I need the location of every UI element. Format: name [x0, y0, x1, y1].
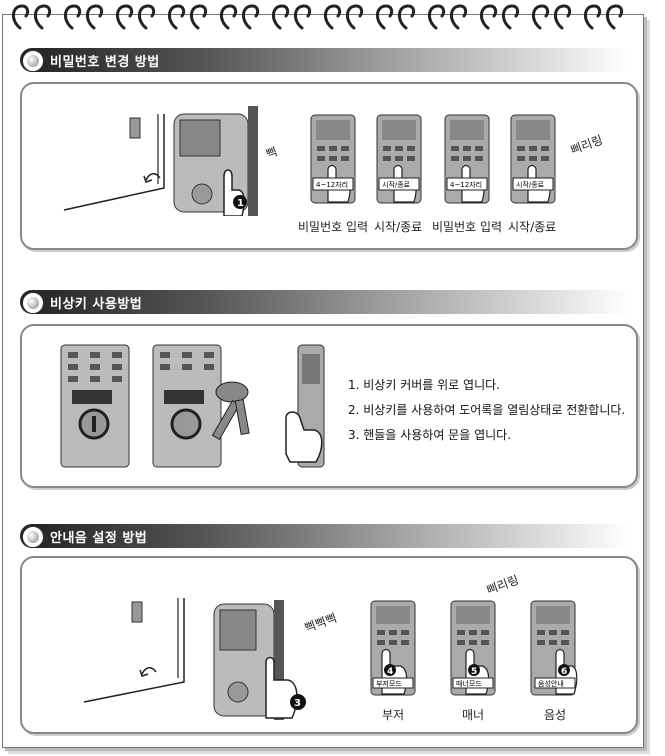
- section-title-emergency: 비상키 사용방법: [50, 297, 143, 312]
- lock-long-press-illustration: 3: [213, 600, 306, 720]
- lock-with-key-illustration: [152, 344, 250, 468]
- section-title-voice: 안내음 설정 방법: [50, 531, 148, 546]
- keypad-illustration-3: 4~12자리: [444, 114, 490, 204]
- caption-start-end-1: 시작/종료: [374, 220, 423, 234]
- door-corner-illustration: [63, 114, 165, 211]
- sound-beep-1: 삑: [264, 144, 280, 162]
- section-header-emergency: 비상키 사용방법: [20, 290, 630, 314]
- keypad-label-4: 시작/종료: [516, 180, 545, 189]
- bullet-icon: [22, 526, 44, 548]
- keypad-number-4: 4: [387, 667, 393, 677]
- caption-voice: 음성: [544, 708, 567, 722]
- caption-start-end-2: 시작/종료: [508, 220, 557, 234]
- section-header-voice: 안내음 설정 방법: [20, 524, 630, 548]
- emergency-step-1: 1. 비상키 커버를 위로 엽니다.: [348, 378, 500, 392]
- lock-touch-illustration: 1: [173, 106, 258, 216]
- step-badge-1: 1: [237, 198, 244, 209]
- lock-keyhole-illustration: [60, 344, 130, 468]
- spiral-binding: [12, 4, 624, 30]
- caption-enter-password-2: 비밀번호 입력: [432, 220, 503, 234]
- bullet-icon: [22, 292, 44, 314]
- sound-long-2: 삐리링: [484, 572, 521, 598]
- keypad-illustration-4: 시작/종료: [510, 114, 556, 204]
- section-title-password: 비밀번호 변경 방법: [50, 55, 160, 70]
- section-header-password: 비밀번호 변경 방법: [20, 48, 630, 72]
- keypad-manner-illustration: 5 매너모드: [450, 600, 496, 696]
- sound-long-1: 삐리링: [568, 132, 605, 158]
- emergency-step-2: 2. 비상키를 사용하여 도어록을 열림상태로 전환합니다.: [348, 403, 626, 417]
- handle-illustration: [285, 344, 325, 468]
- caption-enter-password-1: 비밀번호 입력: [298, 220, 369, 234]
- caption-manner: 매너: [462, 708, 485, 722]
- panel-voice: 3 삑삑삑 삐리링 4 부저모드 5 매너모드: [20, 556, 638, 734]
- panel-emergency: 1. 비상키 커버를 위로 엽니다. 2. 비상키를 사용하여 도어록을 열림상…: [20, 324, 638, 488]
- keypad-label-2: 시작/종료: [382, 180, 411, 189]
- keypad-label-1: 4~12자리: [316, 180, 348, 189]
- keypad-label-voice: 음성안내: [538, 679, 564, 688]
- bullet-icon: [22, 50, 44, 72]
- keypad-number-6: 6: [561, 667, 567, 677]
- panel-password: 1 삑 4~12자리 시작/종료 4~12자리: [20, 82, 638, 250]
- keypad-illustration-2: 시작/종료: [376, 114, 422, 204]
- keypad-label-3: 4~12자리: [450, 180, 482, 189]
- door-corner-illustration-2: [83, 598, 185, 703]
- keypad-label-manner: 매너모드: [456, 679, 482, 688]
- keypad-label-buzzer: 부저모드: [376, 679, 402, 688]
- step-badge-3: 3: [294, 698, 301, 709]
- caption-buzzer: 부저: [382, 708, 405, 722]
- keypad-number-5: 5: [471, 667, 477, 677]
- keypad-illustration-1: 4~12자리: [310, 114, 356, 204]
- keypad-buzzer-illustration: 4 부저모드: [370, 600, 416, 696]
- emergency-step-3: 3. 핸들을 사용하여 문을 엽니다.: [348, 428, 512, 442]
- keypad-voice-illustration: 6 음성안내: [530, 600, 578, 696]
